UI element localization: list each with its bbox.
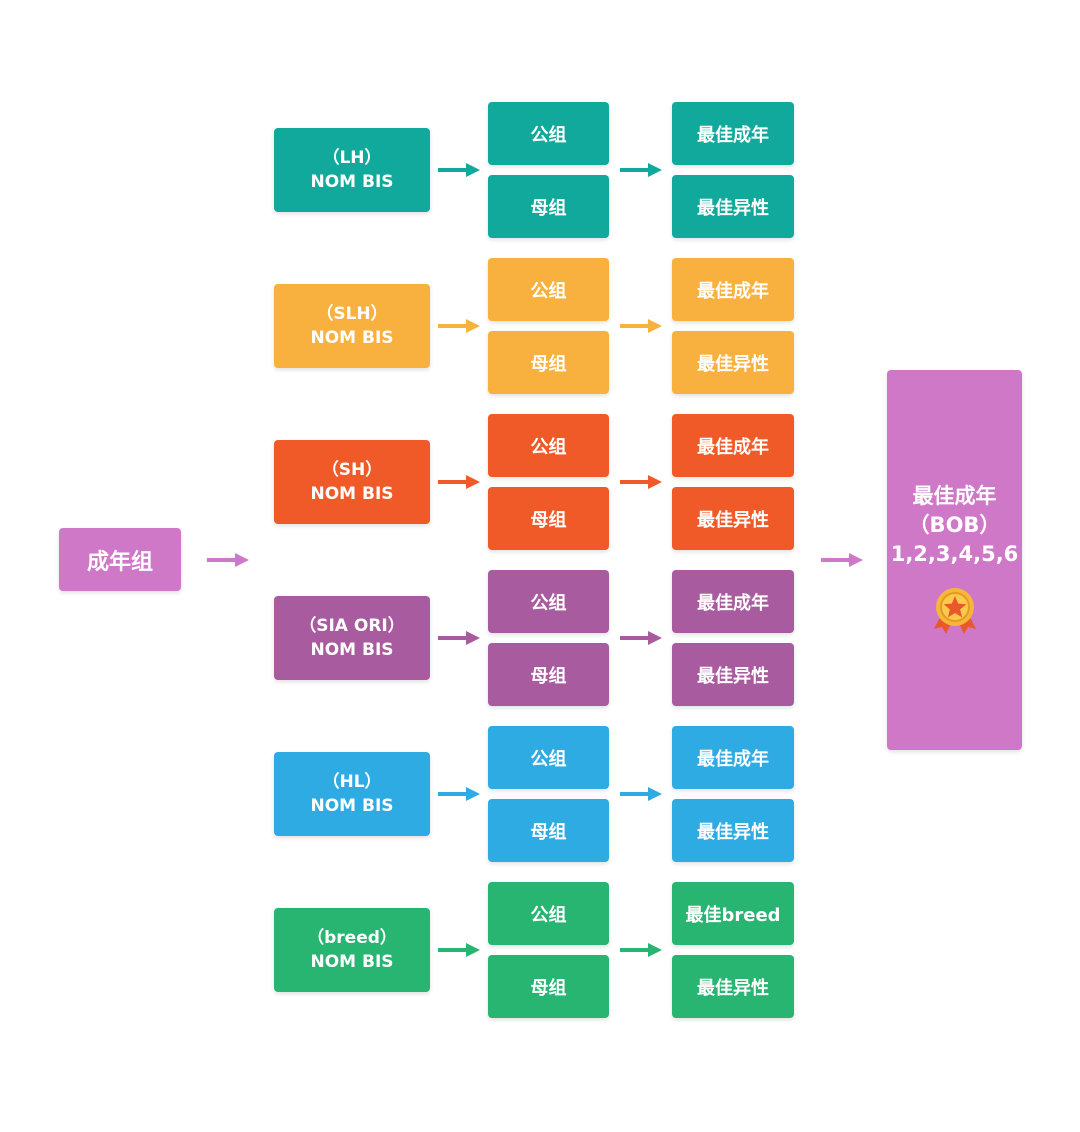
male-box: 公组: [488, 726, 609, 789]
best-adult-label: 最佳成年: [697, 748, 769, 770]
group-box-sh: （SH） NOM BIS: [274, 440, 430, 524]
arrow-group-to-sex-icon: [438, 942, 480, 958]
group-label: （breed）: [307, 928, 397, 948]
arrow-awards-to-bob-icon: [821, 552, 863, 568]
group-box-sia-ori: （SIA ORI） NOM BIS: [274, 596, 430, 680]
male-label: 公组: [530, 280, 567, 302]
female-box: 母组: [488, 487, 609, 550]
arrow-group-to-sex-icon: [438, 162, 480, 178]
arrow-group-to-sex-icon: [438, 630, 480, 646]
best-adult-box: 最佳成年: [672, 414, 794, 477]
best-adult-box: 最佳成年: [672, 726, 794, 789]
female-label: 母组: [530, 197, 567, 219]
female-box: 母组: [488, 643, 609, 706]
bob-title: 最佳成年: [912, 484, 997, 508]
arrow-sex-to-award-icon: [620, 942, 662, 958]
female-label: 母组: [530, 509, 567, 531]
best-adult-label: 最佳breed: [685, 904, 781, 926]
best-opposite-box: 最佳异性: [672, 799, 794, 862]
best-opposite-label: 最佳异性: [697, 509, 769, 531]
female-label: 母组: [530, 977, 567, 999]
best-opposite-label: 最佳异性: [697, 821, 769, 843]
arrow-sex-to-award-icon: [620, 474, 662, 490]
female-box: 母组: [488, 331, 609, 394]
female-label: 母组: [530, 821, 567, 843]
male-label: 公组: [530, 436, 567, 458]
group-subtitle: NOM BIS: [310, 172, 394, 192]
group-label: （SIA ORI）: [299, 616, 405, 636]
male-label: 公组: [530, 748, 567, 770]
group-box-slh: （SLH） NOM BIS: [274, 284, 430, 368]
group-box-lh: （LH） NOM BIS: [274, 128, 430, 212]
group-subtitle: NOM BIS: [310, 640, 394, 660]
male-box: 公组: [488, 102, 609, 165]
group-subtitle: NOM BIS: [310, 796, 394, 816]
best-opposite-box: 最佳异性: [672, 175, 794, 238]
arrow-sex-to-award-icon: [620, 162, 662, 178]
best-opposite-label: 最佳异性: [697, 977, 769, 999]
bob-numbers: 1,2,3,4,5,6: [890, 542, 1019, 566]
best-adult-box: 最佳breed: [672, 882, 794, 945]
best-adult-label: 最佳成年: [697, 280, 769, 302]
group-subtitle: NOM BIS: [310, 328, 394, 348]
best-opposite-box: 最佳异性: [672, 643, 794, 706]
best-opposite-box: 最佳异性: [672, 487, 794, 550]
group-label: （HL）: [322, 772, 382, 792]
best-opposite-box: 最佳异性: [672, 331, 794, 394]
arrow-sex-to-award-icon: [620, 786, 662, 802]
male-label: 公组: [530, 592, 567, 614]
female-label: 母组: [530, 353, 567, 375]
arrow-group-to-sex-icon: [438, 786, 480, 802]
male-box: 公组: [488, 414, 609, 477]
medal-icon: [932, 587, 978, 635]
arrow-group-to-sex-icon: [438, 318, 480, 334]
arrow-adult-to-groups-icon: [207, 552, 249, 568]
male-box: 公组: [488, 570, 609, 633]
male-box: 公组: [488, 882, 609, 945]
group-label: （LH）: [322, 148, 382, 168]
bob-abbr: （BOB）: [908, 513, 1001, 537]
best-adult-box: 最佳成年: [672, 102, 794, 165]
group-label: （SLH）: [316, 304, 388, 324]
arrow-group-to-sex-icon: [438, 474, 480, 490]
bob-box: 最佳成年 （BOB） 1,2,3,4,5,6: [887, 370, 1022, 750]
group-subtitle: NOM BIS: [310, 484, 394, 504]
best-opposite-label: 最佳异性: [697, 197, 769, 219]
female-label: 母组: [530, 665, 567, 687]
group-box-breed: （breed） NOM BIS: [274, 908, 430, 992]
best-adult-box: 最佳成年: [672, 258, 794, 321]
adult-group-label: 成年组: [86, 549, 153, 575]
best-adult-label: 最佳成年: [697, 436, 769, 458]
male-label: 公组: [530, 124, 567, 146]
best-adult-label: 最佳成年: [697, 124, 769, 146]
male-box: 公组: [488, 258, 609, 321]
adult-group-box: 成年组: [59, 528, 181, 591]
arrow-sex-to-award-icon: [620, 630, 662, 646]
best-adult-box: 最佳成年: [672, 570, 794, 633]
best-adult-label: 最佳成年: [697, 592, 769, 614]
group-box-hl: （HL） NOM BIS: [274, 752, 430, 836]
arrow-sex-to-award-icon: [620, 318, 662, 334]
male-label: 公组: [530, 904, 567, 926]
female-box: 母组: [488, 955, 609, 1018]
best-opposite-box: 最佳异性: [672, 955, 794, 1018]
female-box: 母组: [488, 175, 609, 238]
group-subtitle: NOM BIS: [310, 952, 394, 972]
best-opposite-label: 最佳异性: [697, 665, 769, 687]
best-opposite-label: 最佳异性: [697, 353, 769, 375]
female-box: 母组: [488, 799, 609, 862]
group-label: （SH）: [321, 460, 383, 480]
